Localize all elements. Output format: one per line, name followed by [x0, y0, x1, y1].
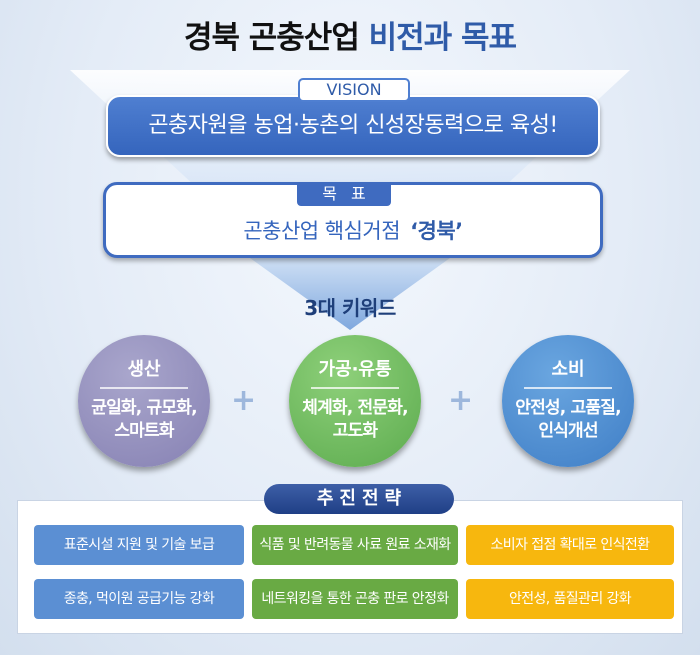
keyword-head: 생산 — [100, 355, 188, 389]
strategy-item: 식품 및 반려동물 사료 원료 소재화 — [252, 525, 458, 565]
vision-text: 곤충자원을 농업·농촌의 신성장동력으로 육성! — [148, 113, 558, 138]
keyword-head: 가공·유통 — [311, 355, 399, 389]
keywords-label: 3대 키워드 — [304, 296, 396, 320]
keyword-line: 안전성, 고품질, — [515, 398, 621, 418]
strategy-item: 표준시설 지원 및 기술 보급 — [34, 525, 244, 565]
keyword-body: 안전성, 고품질, 인식개선 — [506, 397, 630, 443]
goal-text: 곤충산업 핵심거점 — [243, 219, 401, 243]
keyword-body: 체계화, 전문화, 고도화 — [293, 397, 417, 443]
goal-highlight: ‘경북’ — [410, 219, 463, 243]
strategy-item: 안전성, 품질관리 강화 — [466, 579, 674, 619]
title-accent: 비전과 목표 — [368, 20, 517, 56]
strategy-title: 추진전략 — [264, 484, 454, 514]
keyword-line: 체계화, 전문화, — [302, 398, 408, 418]
keyword-line: 인식개선 — [538, 421, 598, 441]
keyword-circle-production: 생산 균일화, 규모화, 스마트화 — [78, 335, 210, 467]
keyword-head: 소비 — [524, 355, 612, 389]
keyword-circle-consumption: 소비 안전성, 고품질, 인식개선 — [502, 335, 634, 467]
keyword-circle-processing: 가공·유통 체계화, 전문화, 고도화 — [289, 335, 421, 467]
plus-sign: + — [448, 383, 474, 418]
keyword-body: 균일화, 규모화, 스마트화 — [82, 397, 206, 443]
keyword-line: 균일화, 규모화, — [91, 398, 197, 418]
title-main: 경북 곤충산업 — [183, 20, 360, 56]
strategy-item: 네트워킹을 통한 곤충 판로 안정화 — [252, 579, 458, 619]
vision-box: 곤충자원을 농업·농촌의 신성장동력으로 육성! — [106, 95, 600, 157]
strategy-item: 종충, 먹이원 공급기능 강화 — [34, 579, 244, 619]
strategy-item: 소비자 접점 확대로 인식전환 — [466, 525, 674, 565]
plus-sign: + — [231, 383, 257, 418]
vision-tag: VISION — [298, 78, 410, 102]
goal-tag: 목표 — [297, 182, 391, 206]
keyword-line: 스마트화 — [114, 421, 174, 441]
page-title: 경북 곤충산업 비전과 목표 — [0, 12, 700, 57]
keyword-line: 고도화 — [332, 421, 378, 441]
